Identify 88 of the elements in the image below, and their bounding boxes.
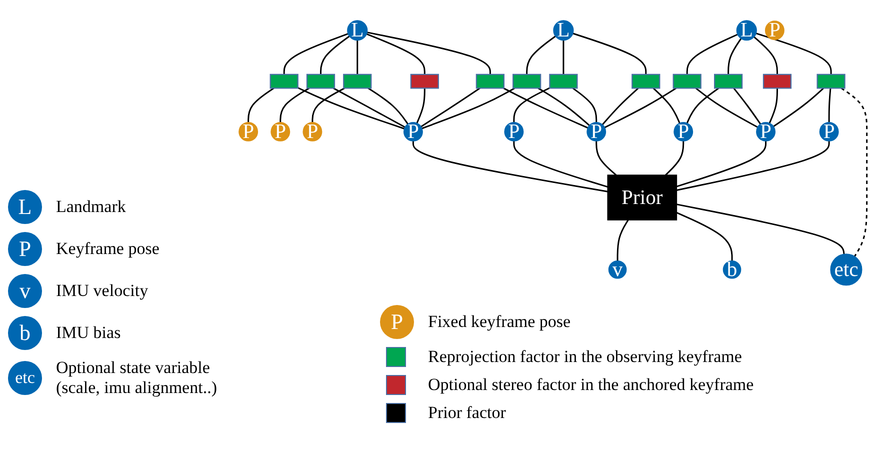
legend-symbol: etc <box>8 361 42 395</box>
node-circle: P <box>504 122 524 142</box>
legend-symbol: P <box>380 305 414 339</box>
connector <box>248 88 274 123</box>
node-circle: P <box>764 20 784 40</box>
connector <box>538 88 590 126</box>
connector <box>280 88 310 123</box>
node-box <box>549 74 578 89</box>
connector <box>602 88 639 126</box>
node-circle: L <box>553 20 574 41</box>
legend-text: IMU velocity <box>56 281 148 301</box>
node-circle: etc <box>830 254 862 286</box>
connector <box>513 140 608 188</box>
connector <box>356 40 358 74</box>
connector <box>604 88 677 128</box>
connector <box>368 88 409 125</box>
connector <box>572 32 647 74</box>
connector <box>695 88 758 128</box>
connector <box>828 88 832 123</box>
connector <box>422 88 515 130</box>
connector <box>676 140 767 188</box>
legend-symbol: b <box>8 316 42 350</box>
node-box <box>306 74 336 89</box>
connector <box>756 32 832 74</box>
connector <box>312 88 345 123</box>
node-circle: P <box>270 122 290 142</box>
connector <box>676 212 733 262</box>
node-box <box>762 74 792 89</box>
node-box <box>410 74 439 89</box>
connector <box>840 88 868 257</box>
connector <box>572 88 598 123</box>
connector <box>733 88 762 125</box>
connector <box>320 36 350 74</box>
legend-text: IMU bias <box>56 323 121 343</box>
legend-symbol: v <box>8 274 42 308</box>
node-circle: v <box>608 260 627 279</box>
connector <box>513 87 550 123</box>
connector <box>616 219 629 262</box>
connector <box>503 88 588 129</box>
connector <box>416 88 426 124</box>
node-circle: P <box>238 122 258 142</box>
connector <box>412 140 608 192</box>
connector <box>676 204 845 254</box>
connector <box>596 140 617 176</box>
node-circle: L <box>736 20 757 41</box>
connector <box>283 33 348 74</box>
legend-text: Reprojection factor in the observing keyframe <box>428 347 742 367</box>
legend-text: Keyframe pose <box>56 239 160 259</box>
node-circle: P <box>586 122 606 142</box>
node-circle: L <box>347 20 368 41</box>
connector <box>652 88 680 124</box>
node-box <box>476 74 504 89</box>
connector <box>753 36 778 74</box>
legend-text: Prior factor <box>428 403 506 423</box>
legend-text: Optional state variable (scale, imu alignment..) <box>56 358 218 398</box>
connector <box>676 140 830 191</box>
connector <box>772 88 824 128</box>
legend-symbol: L <box>8 190 42 224</box>
node-box <box>512 74 542 89</box>
connector <box>728 38 742 74</box>
connector <box>768 88 778 124</box>
connector <box>664 140 684 176</box>
connector <box>562 40 564 74</box>
connector <box>686 88 720 124</box>
connector <box>333 88 406 128</box>
connector <box>526 36 556 74</box>
connector <box>686 34 738 74</box>
connector <box>298 87 405 130</box>
node-box <box>270 74 298 89</box>
legend-text: Fixed keyframe pose <box>428 312 571 332</box>
connector <box>366 32 491 74</box>
node-circle: P <box>302 122 322 142</box>
node-circle: b <box>722 260 742 279</box>
node-box <box>714 74 743 89</box>
node-circle: P <box>674 122 694 142</box>
node-circle: P <box>403 122 423 142</box>
connector <box>420 88 480 128</box>
node-box <box>672 74 702 89</box>
node-box <box>343 74 372 89</box>
legend-text: Optional stereo factor in the anchored keyframe <box>428 375 754 395</box>
legend-symbol: P <box>8 232 42 266</box>
legend-text: Landmark <box>56 197 126 217</box>
node-box <box>632 74 660 89</box>
node-box: Prior <box>607 174 678 220</box>
node-box <box>816 74 846 89</box>
connector <box>366 33 426 74</box>
node-circle: P <box>756 122 776 142</box>
node-circle: P <box>819 122 839 142</box>
